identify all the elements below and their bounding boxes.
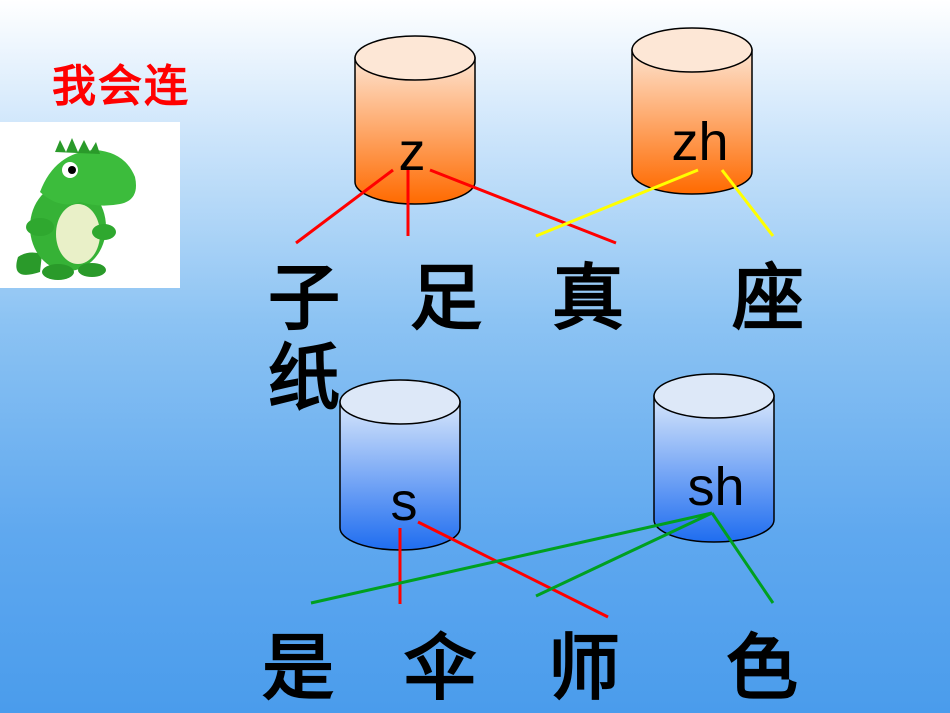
cylinder-label-sh: sh (687, 457, 744, 517)
char-zi: 子 (268, 256, 341, 340)
crocodile-icon (16, 138, 136, 280)
line-sh-色 (710, 512, 775, 604)
char-san: 伞 (404, 626, 477, 710)
char-shi: 是 (262, 626, 335, 710)
char-zuo: 座 (732, 256, 805, 340)
cylinder-s: s (339, 379, 461, 551)
cylinder-label-z: z (399, 122, 426, 182)
cylinder-zh: zh (631, 27, 753, 195)
char-se: 色 (726, 626, 799, 710)
cylinder-z: z (354, 35, 476, 205)
char-zhen: 真 (552, 256, 625, 340)
line-z-子 (295, 168, 394, 245)
mascot-image (0, 122, 180, 288)
line-s-是 (417, 520, 609, 619)
cylinder-label-zh: zh (671, 112, 728, 172)
line-z-纸 (429, 168, 617, 245)
line-sh-师 (535, 511, 713, 598)
bottom-connector-lines (310, 511, 775, 619)
cylinder-label-s: s (391, 472, 418, 532)
cylinder-sh: sh (653, 373, 775, 543)
char-zu: 足 (410, 256, 483, 340)
top-connector-lines (295, 168, 775, 245)
char-zhi: 纸 (268, 336, 341, 420)
line-zh-座 (720, 169, 775, 237)
line-sh-是 (310, 511, 713, 605)
char-shi2: 师 (548, 626, 621, 710)
slide-title: 我会连 (52, 61, 190, 112)
line-zh-真 (535, 168, 699, 238)
